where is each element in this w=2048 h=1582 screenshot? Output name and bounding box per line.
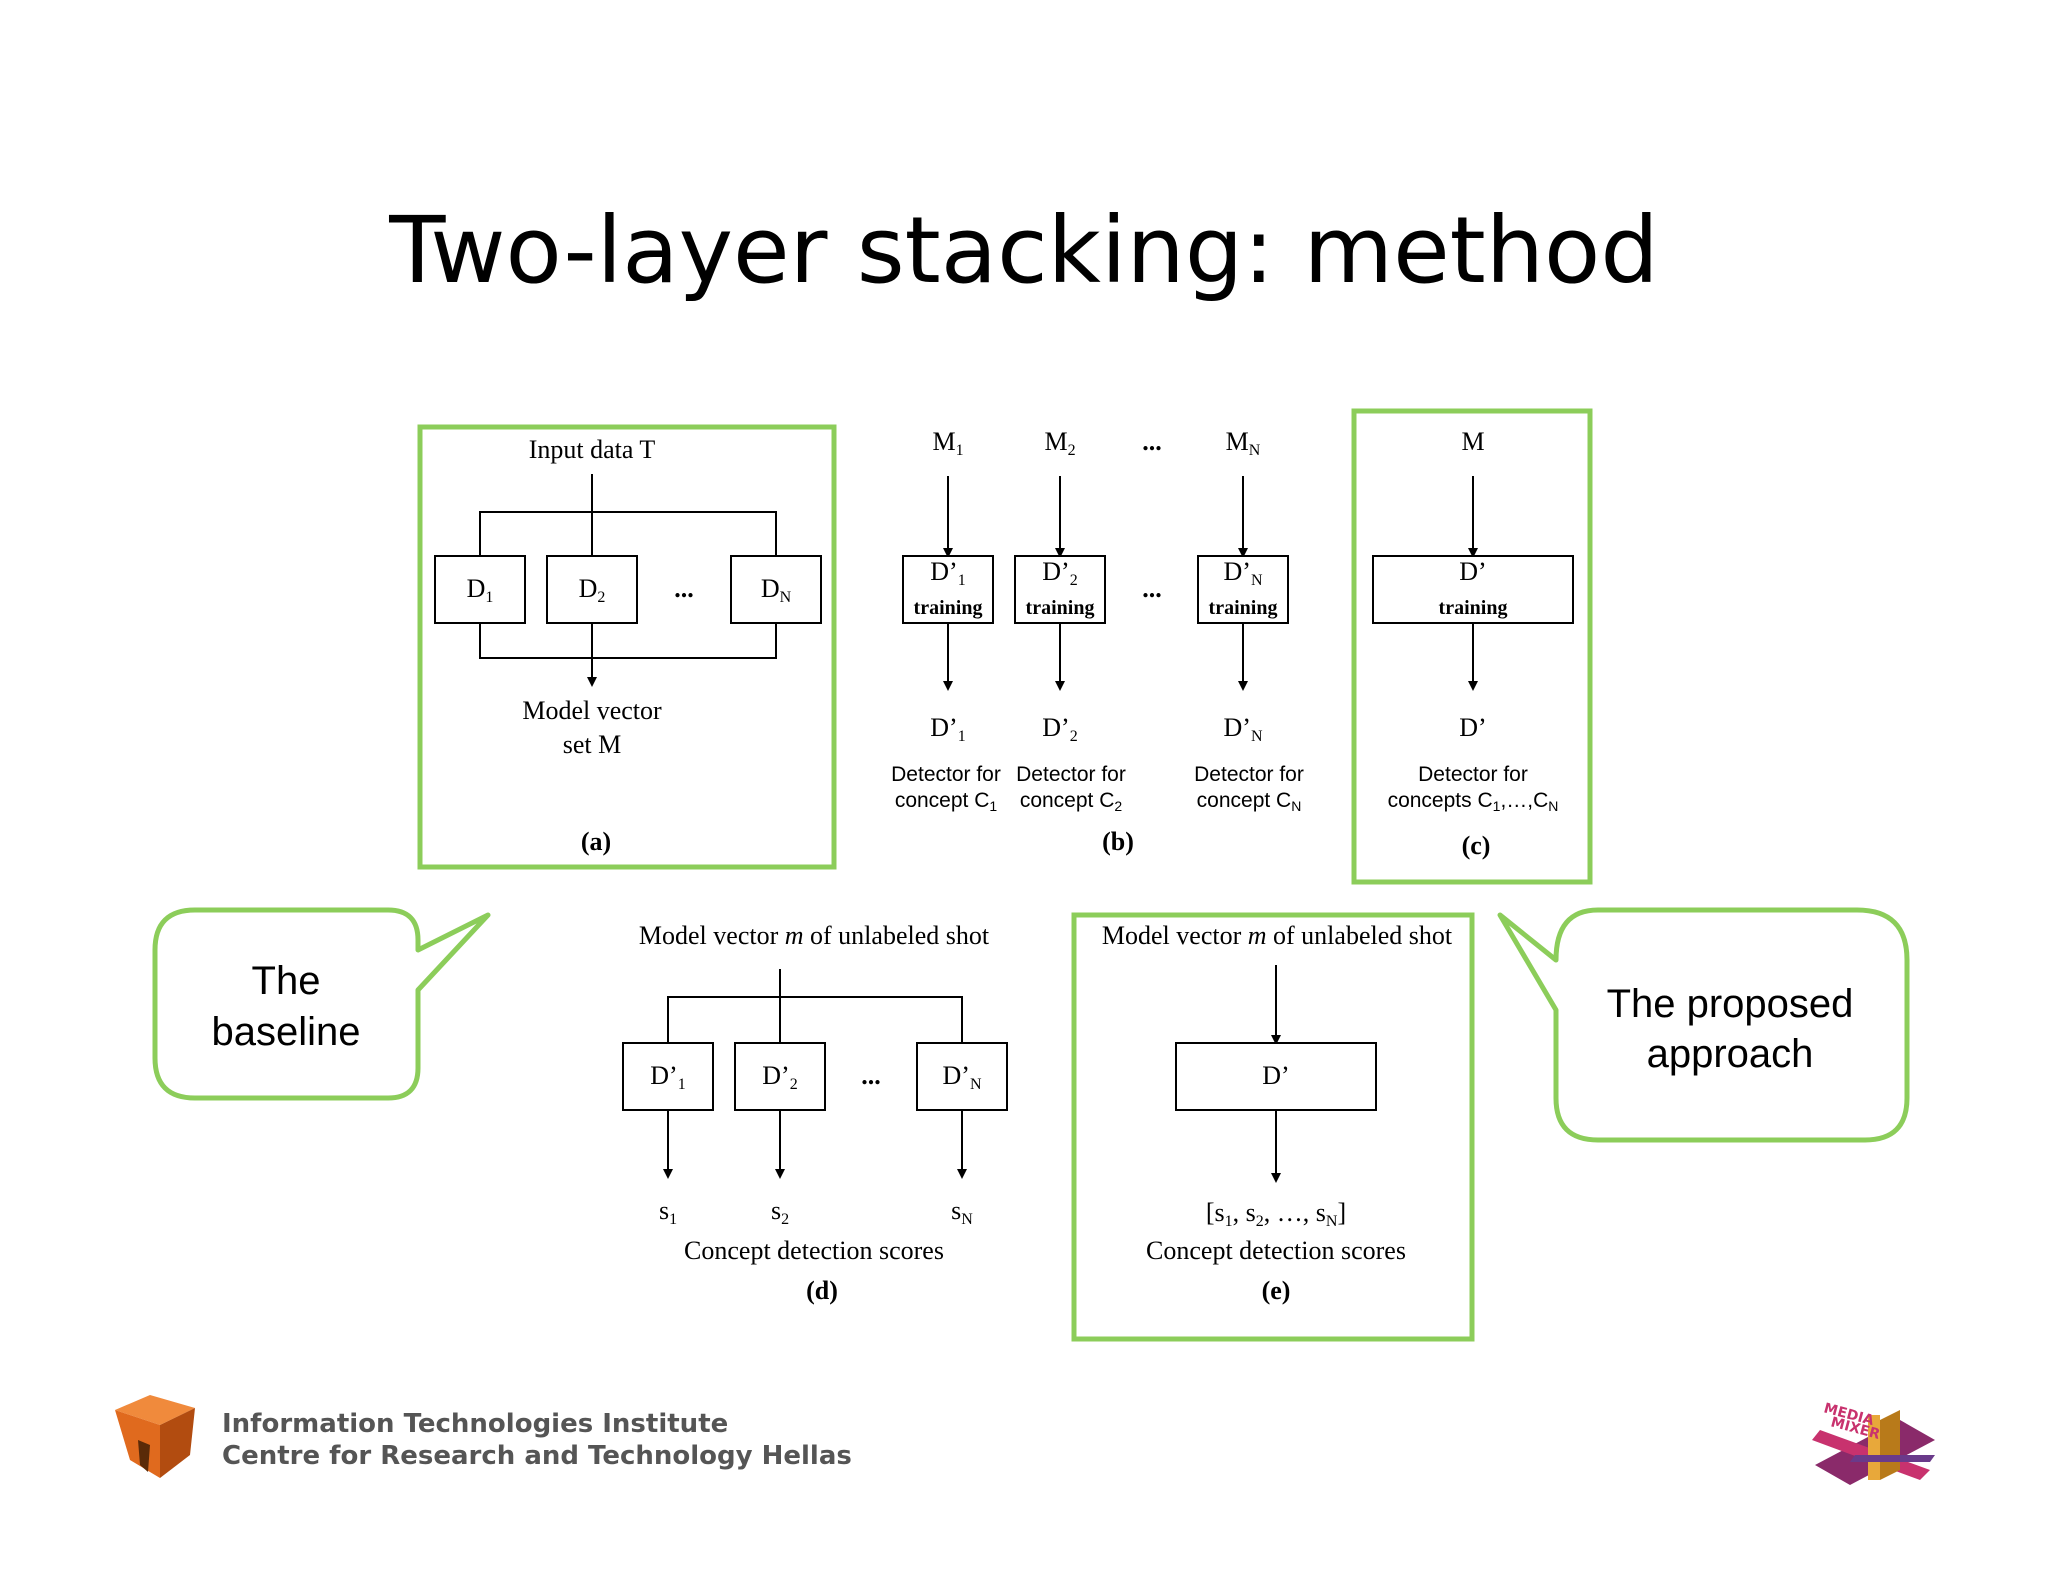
detector-box-dn	[730, 555, 822, 624]
panel-c-input: M	[1461, 427, 1484, 456]
panel-e-box-label: D’	[1262, 1061, 1289, 1090]
training-label-n: training	[1209, 597, 1278, 619]
detector-desc-1-line2: concept C1	[895, 789, 998, 814]
detector-label-d2: D2	[579, 574, 606, 606]
panel-a-input-label: Input data T	[529, 435, 656, 464]
mediamixer-logo: MEDIA MIXER	[1812, 1400, 1935, 1485]
detector-label-dn: DN	[761, 574, 792, 606]
panel-c-training-label: training	[1439, 597, 1508, 619]
panel-d-box-1	[622, 1042, 714, 1111]
panel-e-input-label: Model vector m of unlabeled shot	[1102, 921, 1453, 950]
score-s1: s1	[659, 1196, 677, 1228]
panel-b-caption: (b)	[1102, 827, 1134, 856]
footer: Information Technologies Institute Centr…	[115, 1395, 1935, 1485]
score-sn: sN	[951, 1196, 973, 1228]
panel-e-highlight-frame	[1071, 912, 1475, 1342]
training-box-label-n: D’N	[1224, 557, 1263, 589]
panel-c: M D’ training D’ Detector for concepts C…	[1351, 408, 1593, 885]
panel-d-box-label-2: D’2	[762, 1061, 797, 1093]
panel-c-caption: (c)	[1462, 831, 1491, 860]
detector-desc-n-line2: concept CN	[1197, 789, 1302, 814]
panel-d: Model vector m of unlabeled shot D’1 D’2…	[622, 921, 1008, 1305]
training-box-2	[1014, 555, 1106, 624]
training-box-label-1: D’1	[930, 557, 965, 589]
panel-d-box-label-n: D’N	[943, 1061, 982, 1093]
training-label-1: training	[914, 597, 983, 619]
ellipsis: ...	[861, 1061, 881, 1090]
detector-output-n: D’N	[1224, 713, 1263, 745]
callout-baseline-line1: The	[252, 959, 321, 1003]
panel-a-output-line1: Model vector	[522, 696, 662, 725]
callout-proposed-line2: approach	[1647, 1032, 1814, 1076]
detector-desc-2-line2: concept C2	[1020, 789, 1123, 814]
panel-e: Model vector m of unlabeled shot D’ [s1,…	[1071, 912, 1475, 1342]
panel-d-caption: (d)	[806, 1276, 838, 1305]
callout-proposed-line1: The proposed	[1607, 982, 1854, 1026]
panel-c-training-box	[1372, 555, 1574, 624]
panel-d-input-label: Model vector m of unlabeled shot	[639, 921, 990, 950]
panel-e-scores-vector: [s1, s2, …, sN]	[1206, 1198, 1346, 1230]
panel-a: Input data T D1 D2 ... DN Model vector s…	[417, 424, 837, 870]
panel-b: M1 D’1 training D’1 Detector for concept…	[891, 427, 1304, 856]
panel-d-box-label-1: D’1	[650, 1061, 685, 1093]
panel-e-scores-label: Concept detection scores	[1146, 1236, 1406, 1265]
panel-d-box-2	[734, 1042, 826, 1111]
panel-c-highlight-frame	[1351, 408, 1593, 885]
detector-box-d2	[546, 555, 638, 624]
detector-desc-1-line1: Detector for	[891, 763, 1001, 786]
panel-d-box-n	[916, 1042, 1008, 1111]
callout-proposed: The proposed approach	[1497, 907, 1910, 1143]
callout-baseline-line2: baseline	[211, 1010, 360, 1054]
panel-a-caption: (a)	[581, 827, 611, 856]
panel-c-desc-line1: Detector for	[1418, 763, 1528, 786]
ellipsis: ...	[1142, 574, 1162, 603]
panel-c-output: D’	[1459, 713, 1486, 742]
detector-desc-2-line1: Detector for	[1016, 763, 1126, 786]
callout-baseline: The baseline	[152, 907, 491, 1101]
panel-a-output-line2: set M	[563, 730, 622, 759]
callout-proposed-shape	[1497, 907, 1910, 1143]
training-label-2: training	[1026, 597, 1095, 619]
detector-box-d1	[434, 555, 526, 624]
training-box-label-2: D’2	[1042, 557, 1077, 589]
footer-institute-line2: Centre for Research and Technology Hella…	[222, 1441, 852, 1471]
detector-desc-n-line1: Detector for	[1194, 763, 1304, 786]
model-input-m2: M2	[1044, 427, 1075, 459]
model-input-mn: MN	[1226, 427, 1261, 459]
footer-institute-line1: Information Technologies Institute	[222, 1409, 728, 1439]
detector-label-d1: D1	[467, 574, 494, 606]
slide-title: Two-layer stacking: method	[388, 197, 1659, 304]
training-box-1	[902, 555, 994, 624]
panel-e-detector-box	[1175, 1042, 1377, 1111]
model-input-m1: M1	[932, 427, 963, 459]
panel-d-scores-label: Concept detection scores	[684, 1236, 944, 1265]
score-s2: s2	[771, 1196, 789, 1228]
ellipsis: ...	[1142, 427, 1162, 456]
panel-c-desc-line2: concepts C1,…,CN	[1388, 789, 1559, 814]
ellipsis: ...	[674, 574, 694, 603]
panel-e-caption: (e)	[1262, 1276, 1291, 1305]
iti-logo	[115, 1395, 195, 1478]
panel-a-highlight-frame	[417, 424, 837, 870]
detector-output-2: D’2	[1042, 713, 1077, 745]
callout-baseline-shape	[152, 907, 491, 1101]
panel-c-box-label: D’	[1459, 557, 1486, 586]
detector-output-1: D’1	[930, 713, 965, 745]
